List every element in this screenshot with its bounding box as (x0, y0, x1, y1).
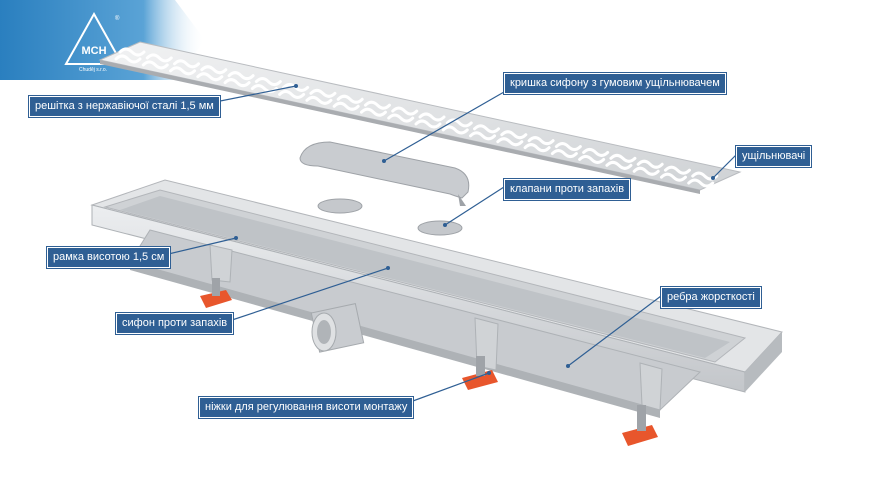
siphon-cover (299, 141, 470, 206)
leader-line-frame (159, 237, 237, 257)
callout-valves: клапани проти запахів (504, 179, 631, 200)
leader-line-siphon-cover (383, 91, 505, 162)
leader-line-siphon (225, 267, 389, 323)
logo-caption: Chuděj s.r.o. (79, 67, 108, 73)
callout-frame: рамка висотою 1,5 см (47, 247, 171, 268)
logo-mark: MCH (81, 45, 106, 57)
leader-dots (234, 84, 715, 375)
callout-seals: ущільнювачі (736, 146, 812, 167)
stainless-grate (98, 41, 742, 194)
callout-grate: решітка з нержавіючої сталі 1,5 мм (29, 96, 220, 117)
registered-mark: ® (115, 15, 120, 22)
leader-line-seals (712, 154, 737, 179)
callout-legs: ніжки для регулювання висоти монтажу (199, 397, 414, 418)
odor-valve-disc (417, 220, 463, 236)
leader-line-legs (401, 372, 490, 406)
leader-lines (159, 85, 737, 406)
callout-ribs: ребра жорсткості (661, 287, 761, 308)
leader-line-ribs (567, 295, 662, 367)
callout-siphon: сифон проти запахів (116, 313, 234, 334)
leader-line-valves (444, 186, 505, 226)
grate-wave-pattern (114, 47, 719, 188)
leader-line-grate (204, 85, 297, 105)
logo-triangle-icon (64, 11, 124, 65)
callout-siphon-cover: кришка сифону з гумовим ущільнювачем (504, 73, 726, 94)
siphon-pipe (310, 303, 365, 353)
odor-valve-disc (317, 198, 363, 214)
drain-channel (90, 179, 783, 418)
